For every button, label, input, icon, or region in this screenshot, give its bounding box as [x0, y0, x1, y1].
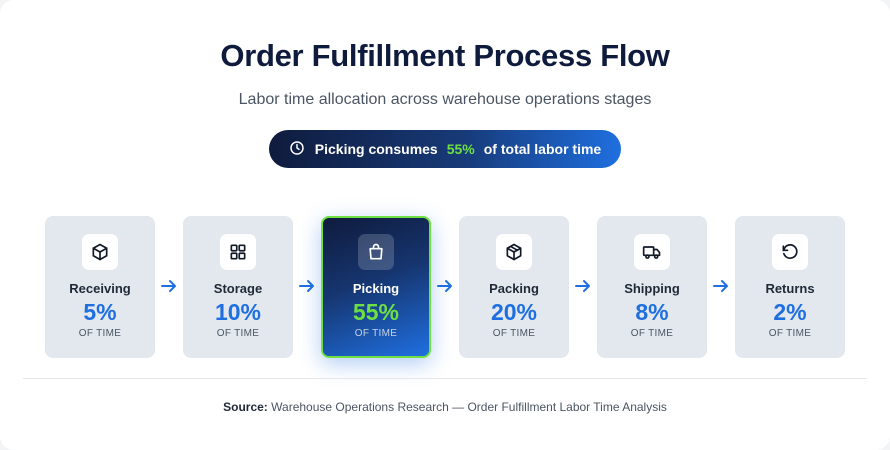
- highlight-value: 55%: [446, 141, 475, 157]
- highlight-prefix: Picking consumes: [314, 141, 438, 157]
- grid-icon: [220, 234, 256, 270]
- shopping-bag-icon: [358, 234, 394, 270]
- rotate-ccw-icon: [772, 234, 808, 270]
- source-text: Warehouse Operations Research — Order Fu…: [271, 400, 667, 414]
- stage-name: Storage: [213, 281, 263, 296]
- stage-label: OF TIME: [630, 328, 674, 339]
- stage-label: OF TIME: [354, 328, 398, 339]
- stage-name: Shipping: [624, 281, 680, 296]
- clock-icon: [289, 140, 309, 159]
- arrow-right-icon: [298, 278, 316, 294]
- stage-storage: Storage 10% OF TIME: [183, 216, 293, 358]
- stage-picking: Picking 55% OF TIME: [321, 216, 431, 358]
- page-subtitle: Labor time allocation across warehouse o…: [238, 91, 652, 108]
- stage-label: OF TIME: [768, 328, 812, 339]
- package-icon: [496, 234, 532, 270]
- arrow-right-icon: [436, 278, 454, 294]
- stage-name: Packing: [489, 281, 539, 296]
- stage-value: 55%: [352, 299, 400, 325]
- divider: [23, 378, 867, 379]
- arrow-right-icon: [712, 278, 730, 294]
- highlight-banner: Picking consumes 55% of total labor time: [269, 130, 621, 168]
- stage-name: Picking: [352, 281, 400, 296]
- stage-name: Returns: [765, 281, 815, 296]
- stage-value: 2%: [773, 299, 807, 325]
- truck-icon: [634, 234, 670, 270]
- page-title: Order Fulfillment Process Flow: [220, 38, 670, 73]
- arrow-right-icon: [160, 278, 178, 294]
- stage-label: OF TIME: [492, 328, 536, 339]
- stage-returns: Returns 2% OF TIME: [735, 216, 845, 358]
- source-label: Source:: [223, 400, 268, 414]
- stage-value: 8%: [635, 299, 669, 325]
- highlight-suffix: of total labor time: [483, 141, 602, 157]
- stage-shipping: Shipping 8% OF TIME: [597, 216, 707, 358]
- stage-receiving: Receiving 5% OF TIME: [45, 216, 155, 358]
- stage-value: 5%: [83, 299, 117, 325]
- stage-value: 20%: [490, 299, 538, 325]
- source-note: Source: Warehouse Operations Research — …: [0, 400, 890, 414]
- stage-label: OF TIME: [216, 328, 260, 339]
- arrow-right-icon: [574, 278, 592, 294]
- box-icon: [82, 234, 118, 270]
- stage-value: 10%: [214, 299, 262, 325]
- stage-label: OF TIME: [78, 328, 122, 339]
- stage-name: Receiving: [69, 281, 131, 296]
- stage-packing: Packing 20% OF TIME: [459, 216, 569, 358]
